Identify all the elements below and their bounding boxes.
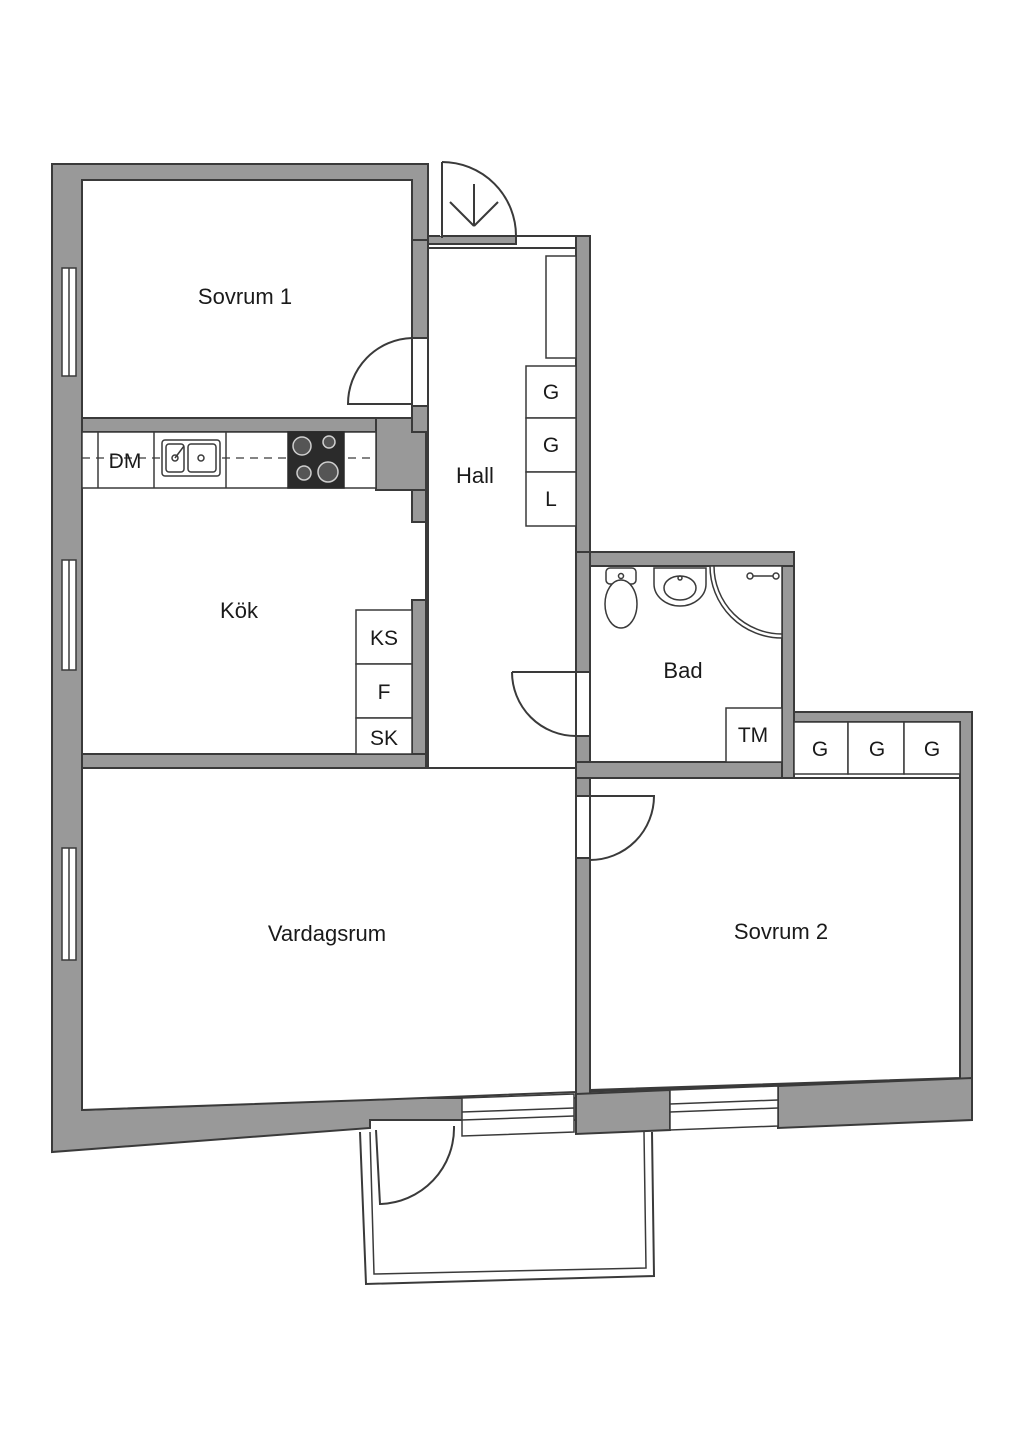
room-label-vardagsrum: Vardagsrum [268, 921, 386, 946]
label-kitchen-f: F [378, 681, 391, 704]
door-balcony[interactable] [375, 1125, 456, 1206]
label-hall-g2: G [543, 434, 559, 457]
label-kitchen-dm: DM [109, 450, 142, 473]
label-hall-g1: G [543, 381, 559, 404]
shower-icon [709, 565, 783, 639]
room-label-sovrum2: Sovrum 2 [734, 919, 828, 944]
wall-bed1-hall-upper [411, 239, 429, 339]
wall-bath-hall-upper [575, 551, 591, 673]
door-bed1[interactable] [346, 337, 413, 405]
living-floor [81, 767, 577, 1112]
wall-bath-east [781, 565, 795, 779]
balcony [359, 1131, 656, 1286]
wall-bottom-right [777, 1076, 973, 1130]
window-bed1 [61, 267, 77, 377]
door-bed2[interactable] [589, 795, 656, 861]
washing-machine [725, 707, 783, 763]
window-living [61, 847, 77, 961]
window-living-south [461, 1093, 575, 1137]
entrance-door[interactable] [440, 160, 517, 238]
washbasin-icon [653, 567, 707, 607]
wall-bed2-hall [575, 857, 591, 1099]
hall-wardrobes [525, 365, 577, 527]
hall-shelf [545, 255, 577, 359]
label-kitchen-sk: SK [370, 727, 398, 750]
wall-bed1-kitchen [81, 417, 427, 433]
label-bath-tm: TM [738, 724, 768, 747]
wall-bottom-center [575, 1088, 671, 1136]
room-label-kok: Kök [220, 598, 259, 623]
wall-kitchen-hall-upper [411, 489, 427, 523]
window-kitchen [61, 559, 77, 671]
wall-bath-bed2 [575, 761, 795, 779]
window-bed2-south [669, 1085, 779, 1131]
label-kitchen-ks: KS [370, 627, 398, 650]
label-bed2-g2: G [869, 738, 885, 761]
stove-icon [287, 431, 345, 489]
label-hall-l: L [545, 488, 557, 511]
label-bed2-g1: G [812, 738, 828, 761]
label-bed2-g3: G [924, 738, 940, 761]
toilet-icon [604, 567, 638, 629]
room-label-sovrum1: Sovrum 1 [198, 284, 292, 309]
room-label-bad: Bad [663, 658, 702, 683]
wall-kitchen-hall-lower [411, 599, 427, 769]
bed2-wardrobes [793, 721, 961, 775]
wall-bed1-hall-lower [411, 405, 429, 433]
wall-kitchen-living [81, 753, 427, 769]
room-label-hall: Hall [456, 463, 494, 488]
sink-icon [161, 439, 221, 477]
kitchen-tall-units [355, 609, 413, 755]
door-bath[interactable] [511, 671, 577, 738]
